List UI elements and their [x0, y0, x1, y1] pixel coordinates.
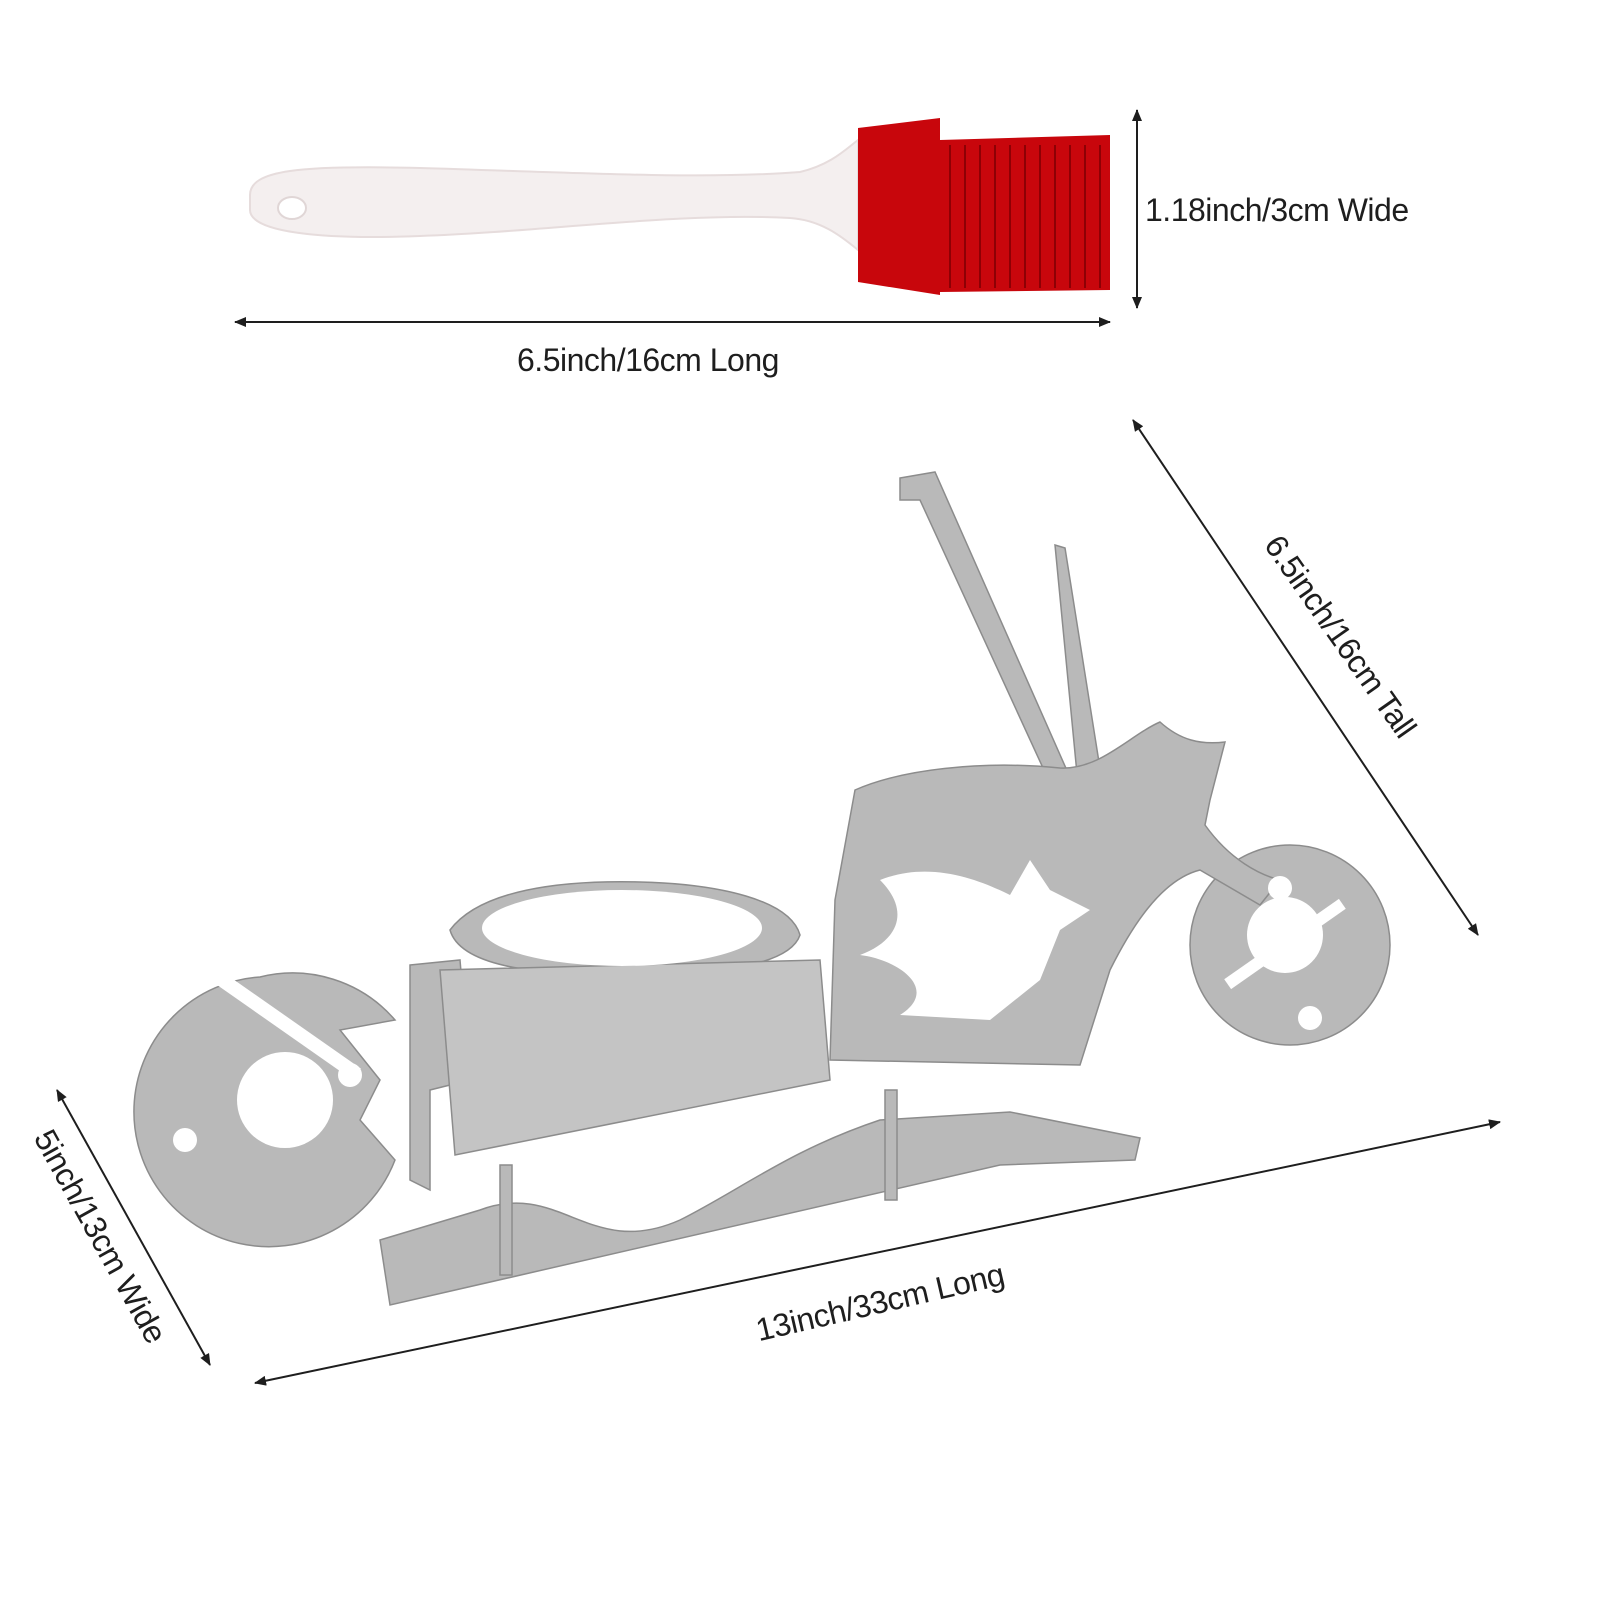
- brush-handle: [249, 137, 859, 253]
- brush-width-label: 1.18inch/3cm Wide: [1145, 192, 1409, 228]
- ring-opening: [482, 890, 762, 966]
- support-post: [884, 1089, 898, 1201]
- support-post: [499, 1164, 513, 1276]
- cutouts: [173, 860, 1346, 1152]
- skid-base: [379, 1111, 1141, 1306]
- rack-height-arrow: [1132, 419, 1479, 936]
- rack-width-arrow: [56, 1089, 211, 1366]
- hanging-hole-icon: [277, 196, 307, 220]
- brush-head: [858, 118, 1110, 295]
- motorcycle-rack: [133, 471, 1391, 1306]
- skull-crossbones-icon: [173, 953, 362, 1152]
- frame-panel: [439, 959, 831, 1156]
- rack-length-arrow: [254, 1119, 1501, 1386]
- basting-brush: [249, 118, 1110, 295]
- skull-crossbones-icon: [1224, 876, 1346, 1030]
- handlebar: [899, 471, 1082, 806]
- brush-length-label: 6.5inch/16cm Long: [517, 342, 779, 378]
- flame-cutout-icon: [860, 860, 1090, 1020]
